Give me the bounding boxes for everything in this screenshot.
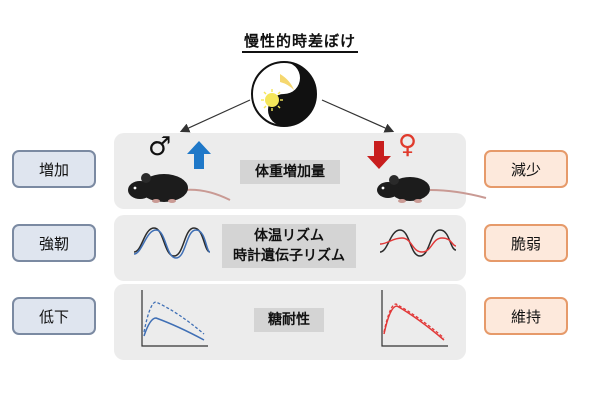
female-mouse-icon [377,175,487,203]
body-temp-rhythm-text: 体温リズム [254,228,324,244]
female-symbol: ♀ [398,130,418,160]
glucose-tolerance-label: 糖耐性 [254,308,324,332]
female-rhythm-text: 脆弱 [510,234,541,253]
male-rhythm-text: 強靭 [38,234,69,253]
female-glucose-box: 維持 [484,297,568,335]
diagram-title: 慢性的時差ぼけ [0,30,600,53]
male-glucose-text: 低下 [38,307,69,326]
yin-yang-clock-icon [251,61,317,127]
weight-gain-label: 体重増加量 [240,160,340,184]
male-rhythm-box: 強靭 [12,224,96,262]
arrow-to-male [179,99,251,133]
male-glucose-curve [141,290,208,347]
female-weight-box: 減少 [484,150,568,188]
female-glucose-curve [381,290,448,347]
arrow-to-female [321,99,395,133]
down-arrow-icon [367,141,391,169]
male-mouse-icon [128,173,231,203]
female-glucose-text: 維持 [510,307,541,326]
male-weight-text: 増加 [38,160,69,179]
female-weight-text: 減少 [510,160,541,179]
female-rhythm-box: 脆弱 [484,224,568,262]
male-rhythm-wave [133,227,211,259]
female-rhythm-wave [379,229,457,257]
clock-gene-rhythm-text: 時計遺伝子リズム [233,248,345,264]
title-text: 慢性的時差ぼけ [241,32,358,53]
rhythm-label: 体温リズム 時計遺伝子リズム [222,224,356,268]
male-glucose-box: 低下 [12,297,96,335]
up-arrow-icon [187,141,211,169]
male-symbol: ♂ [148,132,172,162]
male-weight-box: 増加 [12,150,96,188]
